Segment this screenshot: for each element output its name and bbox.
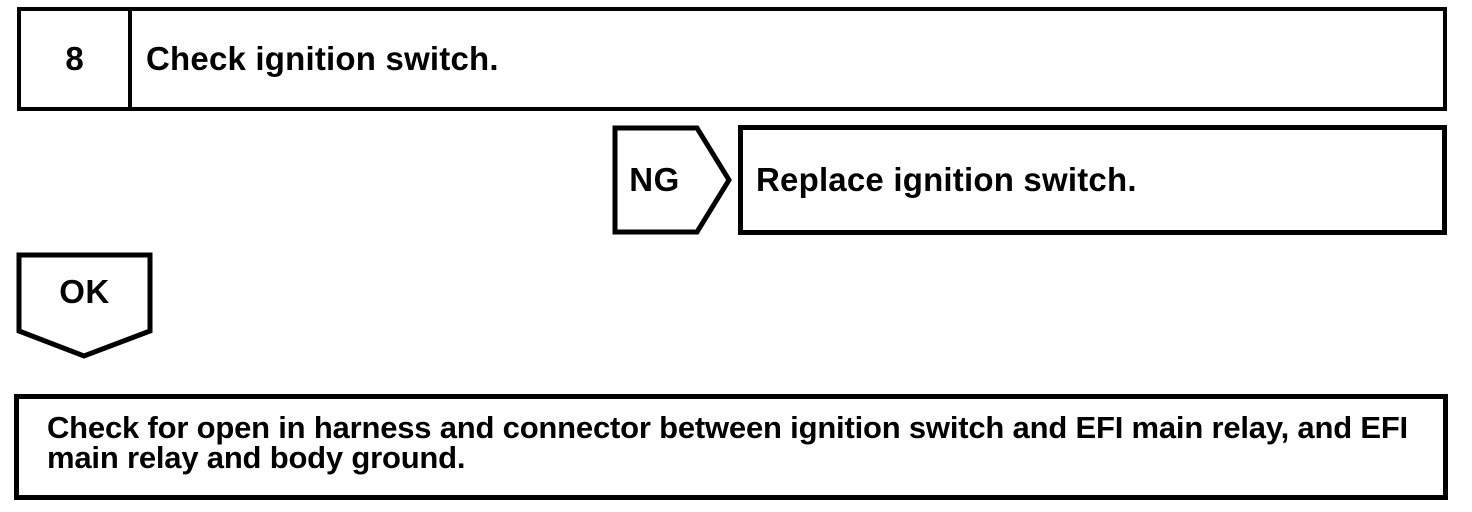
step-number: 8 xyxy=(21,11,132,107)
next-step-text-line1: Check for open in harness and connector … xyxy=(47,410,1408,445)
next-step-text-line2: main relay and body ground. xyxy=(47,440,466,475)
ng-label: NG xyxy=(629,161,680,198)
ok-pentagon-icon xyxy=(16,252,153,359)
ng-pentagon-icon xyxy=(612,125,732,235)
ok-connector: OK xyxy=(16,252,153,359)
ng-action-text: Replace ignition switch. xyxy=(756,161,1137,198)
ng-action-box: Replace ignition switch. xyxy=(738,125,1447,235)
step-instruction: Check ignition switch. xyxy=(146,40,499,77)
ok-label: OK xyxy=(59,272,110,310)
next-step-box: Check for open in harness and connector … xyxy=(14,394,1448,500)
ng-connector: NG xyxy=(612,125,732,235)
step-box: 8 Check ignition switch. xyxy=(17,7,1447,111)
